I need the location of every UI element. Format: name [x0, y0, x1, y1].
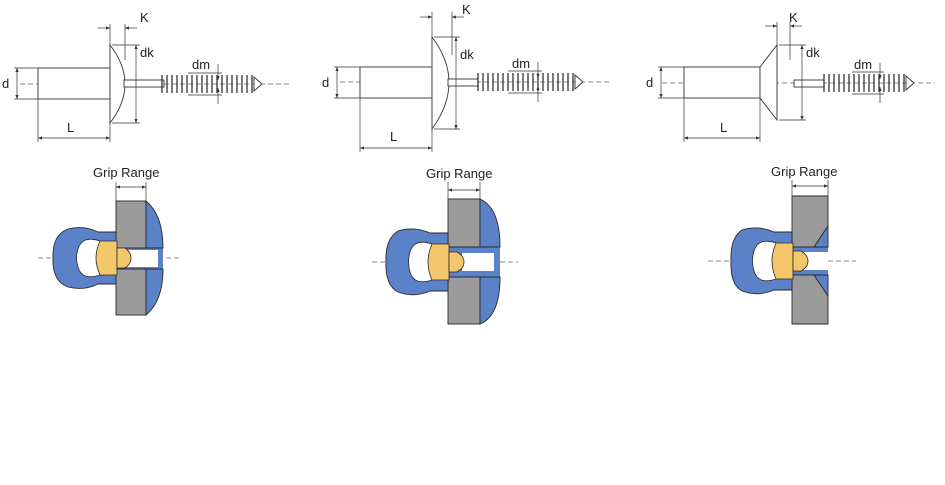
- label-d: d: [2, 76, 9, 91]
- rivet-countersunk-dimensioned: K dk dm d L: [646, 10, 935, 142]
- label-k: K: [140, 10, 149, 25]
- label-d: d: [322, 75, 329, 90]
- label-dk: dk: [460, 47, 474, 62]
- rivet-large-flange-dimensioned: K dk dm d L: [322, 2, 612, 152]
- rivet-dome-head-dimensioned: K dk dm d L: [2, 10, 290, 142]
- label-grip-range: Grip Range: [426, 166, 492, 181]
- label-dk: dk: [140, 45, 154, 60]
- label-grip-range: Grip Range: [771, 164, 837, 179]
- rivet-dome-head-installed: Grip Range: [38, 165, 182, 316]
- label-l: L: [390, 129, 397, 144]
- label-k: K: [462, 2, 471, 17]
- label-l: L: [67, 120, 74, 135]
- label-d: d: [646, 75, 653, 90]
- label-dk: dk: [806, 45, 820, 60]
- rivet-large-flange-installed: Grip Range: [372, 166, 518, 325]
- mandrel: [447, 73, 584, 91]
- rivet-countersunk-installed: Grip Range: [708, 164, 856, 325]
- label-l: L: [720, 120, 727, 135]
- label-k: K: [789, 10, 798, 25]
- label-grip-range: Grip Range: [93, 165, 159, 180]
- label-dm: dm: [512, 56, 530, 71]
- label-dm: dm: [854, 57, 872, 72]
- label-dm: dm: [192, 57, 210, 72]
